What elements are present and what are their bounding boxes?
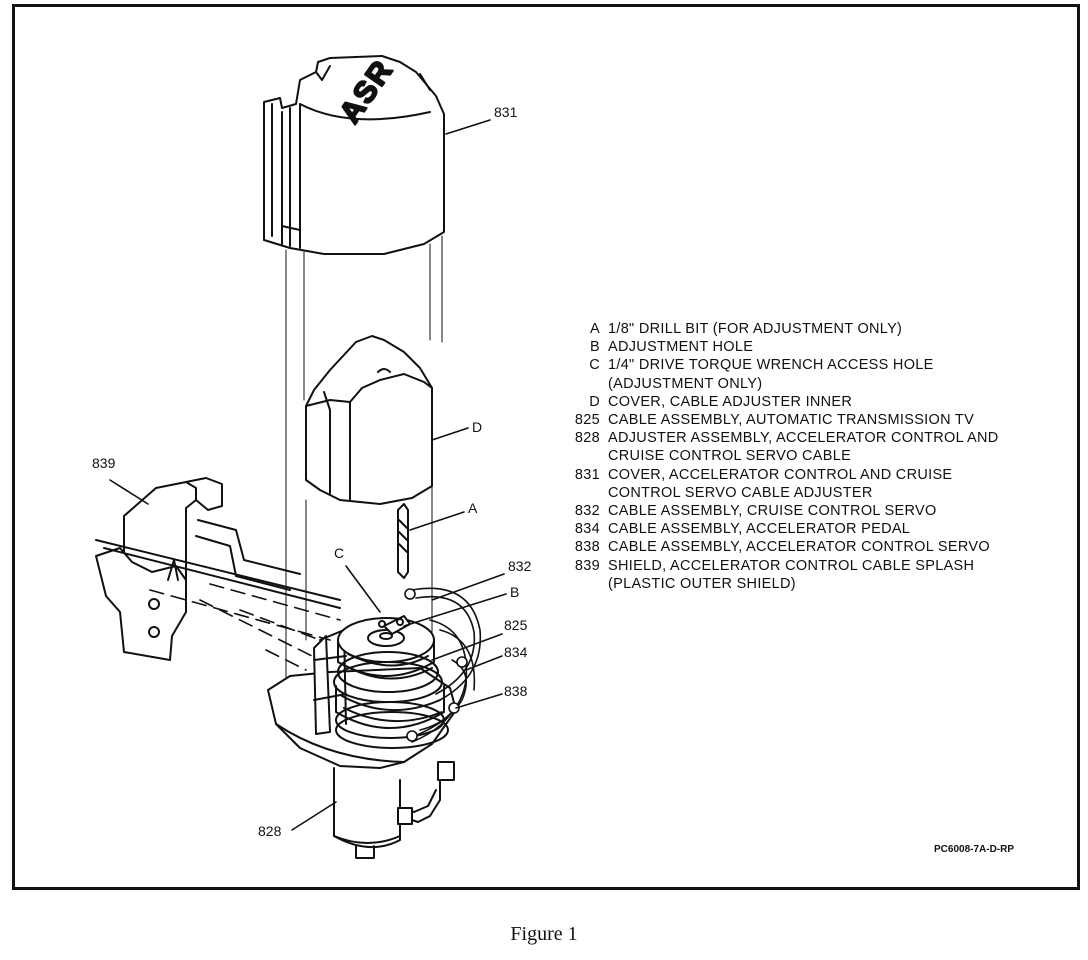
- callout-a: A: [468, 500, 478, 516]
- leader-lines: [109, 119, 507, 831]
- callout-c: C: [334, 545, 344, 561]
- legend-row: (PLASTIC OUTER SHIELD): [608, 575, 796, 592]
- drawing-code: PC6008-7A-D-RP: [934, 844, 1015, 855]
- callout-832: 832: [508, 558, 532, 574]
- figure-caption: Figure 1: [510, 923, 578, 945]
- splash-shield-839: [95, 477, 341, 661]
- figure-frame: [12, 4, 1080, 890]
- callout-d: D: [472, 419, 482, 435]
- adjuster-assembly-828: [267, 615, 457, 859]
- callout-825: 825: [504, 617, 528, 633]
- outer-cover-831: [263, 55, 445, 255]
- callout-834: 834: [504, 644, 528, 660]
- cable-loops: [404, 587, 482, 743]
- legend-row: (ADJUSTMENT ONLY): [608, 375, 763, 392]
- legend-row: CRUISE CONTROL SERVO CABLE: [608, 448, 852, 465]
- drill-bit-a: [397, 503, 409, 579]
- phantom-guide-lines: [285, 235, 443, 681]
- callout-839: 839: [92, 455, 116, 471]
- inner-cover-d: [305, 335, 433, 505]
- legend-row: CONTROL SERVO CABLE ADJUSTER: [608, 484, 873, 501]
- exploded-view-drawing: ASR: [92, 53, 532, 859]
- callout-838: 838: [504, 683, 528, 699]
- cable-routing-dashes: [149, 583, 341, 671]
- callout-831: 831: [494, 104, 518, 120]
- callout-828: 828: [258, 823, 282, 839]
- callout-b: B: [510, 584, 519, 600]
